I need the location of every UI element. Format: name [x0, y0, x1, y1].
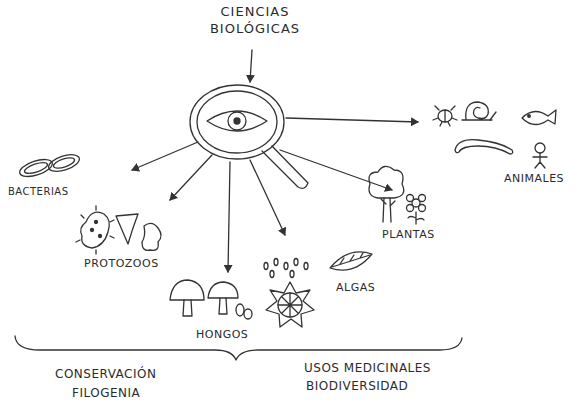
- fungi-drawing: [170, 280, 252, 319]
- animals-drawing: [433, 102, 556, 168]
- group-label: HONGOS: [196, 329, 248, 342]
- arrow: [132, 118, 418, 272]
- group-label: PLANTAS: [382, 229, 435, 242]
- bacteria-drawing: [18, 151, 82, 180]
- title: CIENCIAS BIOLÓGICAS: [205, 4, 305, 38]
- magnifier: [190, 85, 308, 188]
- theme-label: FILOGENIA: [72, 387, 140, 401]
- theme-label: BIODIVERSIDAD: [306, 380, 408, 394]
- arrow: [250, 50, 252, 82]
- theme-label: USOS MEDICINALES: [304, 362, 431, 376]
- group-label: BACTERIAS: [8, 186, 69, 198]
- group-label: PROTOZOOS: [84, 258, 159, 271]
- protozoa-drawing: [76, 206, 161, 254]
- group-label: ANIMALES: [504, 173, 564, 186]
- group-label: ALGAS: [336, 282, 375, 295]
- plants-drawing: [369, 166, 426, 224]
- theme-label: CONSERVACIÓN: [55, 368, 156, 382]
